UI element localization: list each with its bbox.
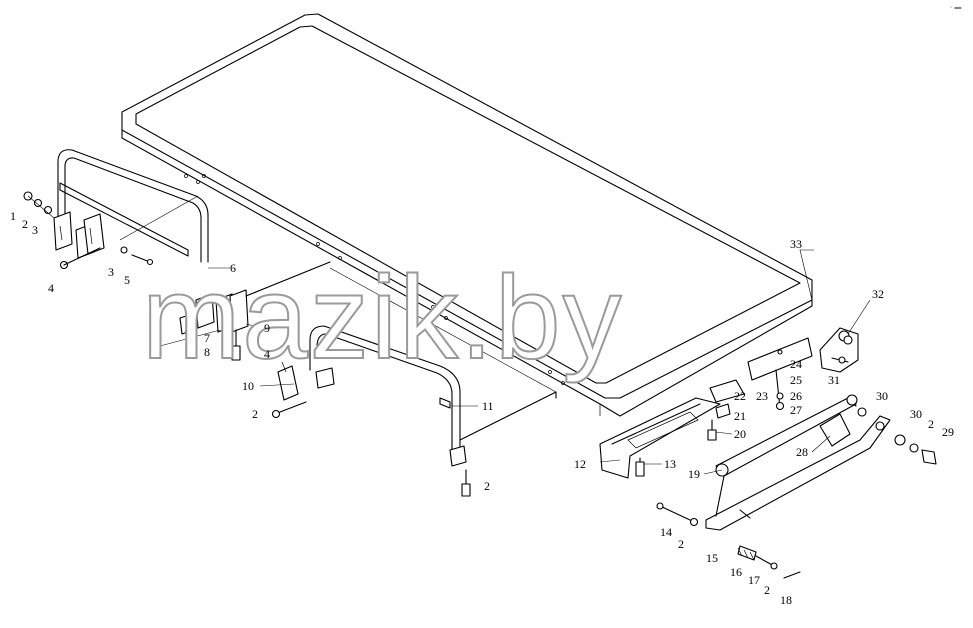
- washers-nut-29-30: [857, 407, 937, 465]
- label-5: 5: [124, 273, 130, 287]
- label-27: 27: [790, 403, 802, 417]
- label-29: 29: [942, 425, 954, 439]
- label-31: 31: [828, 373, 840, 387]
- label-18: 18: [780, 593, 792, 607]
- bolt-4-mid: [231, 329, 241, 361]
- label-33: 33: [790, 237, 802, 251]
- pins-14-18: [656, 502, 801, 579]
- label-19: 19: [688, 467, 700, 481]
- label-2: 2: [252, 407, 258, 421]
- bolt-2-bottom: [461, 469, 471, 497]
- nut-bolt-set-1-2-3: [23, 191, 55, 219]
- watermark: mazik.by: [142, 252, 624, 384]
- foot-step-12: [599, 397, 721, 479]
- label-4: 4: [264, 347, 270, 361]
- label-15: 15: [706, 551, 718, 565]
- label-14: 14: [660, 525, 672, 539]
- bracket-left-3: [53, 211, 105, 259]
- bracket-10: [277, 361, 299, 401]
- label-10: 10: [242, 379, 254, 393]
- label-2: 2: [678, 537, 684, 551]
- foot-frame-11: [309, 267, 557, 467]
- corner-mark: ◦ ▬: [950, 4, 961, 11]
- label-24: 24: [790, 357, 802, 371]
- label-25: 25: [790, 373, 802, 387]
- label-23: 23: [756, 389, 768, 403]
- bolt-2-near-10: [271, 401, 307, 419]
- label-3: 3: [32, 223, 38, 237]
- lift-mechanism-15-19-28: [705, 394, 891, 531]
- label-6: 6: [230, 261, 236, 275]
- label-4: 4: [48, 281, 54, 295]
- head-frame-6: [57, 149, 209, 263]
- label-30: 30: [876, 389, 888, 403]
- label-8: 8: [204, 345, 210, 359]
- label-26: 26: [790, 389, 802, 403]
- hinge-32: [819, 327, 859, 373]
- label-13: 13: [664, 457, 676, 471]
- label-2: 2: [22, 217, 28, 231]
- label-28: 28: [796, 445, 808, 459]
- bed-top-33: [121, 13, 813, 417]
- label-16: 16: [730, 565, 742, 579]
- label-30: 30: [910, 407, 922, 421]
- bolt-3-5: [120, 246, 154, 266]
- label-3: 3: [108, 265, 114, 279]
- bolt-4-left: [59, 247, 101, 270]
- label-2: 2: [764, 583, 770, 597]
- label-1: 1: [10, 209, 16, 223]
- label-32: 32: [872, 287, 884, 301]
- label-7: 7: [204, 331, 210, 345]
- bracket-mid-9: [159, 261, 331, 347]
- label-11: 11: [482, 399, 494, 413]
- label-2: 2: [928, 417, 934, 431]
- label-22: 22: [734, 389, 746, 403]
- leader-lines: [208, 249, 871, 475]
- label-9: 9: [264, 321, 270, 335]
- fasteners-20-27: [707, 337, 813, 441]
- label-12: 12: [574, 457, 586, 471]
- part-labels: 1 2 3 4 3 5 6 7 8 9 4 10 2 11 2 12 13 14…: [10, 209, 954, 607]
- label-17: 17: [748, 573, 760, 587]
- label-2: 2: [484, 479, 490, 493]
- label-21: 21: [734, 409, 746, 423]
- label-20: 20: [734, 427, 746, 441]
